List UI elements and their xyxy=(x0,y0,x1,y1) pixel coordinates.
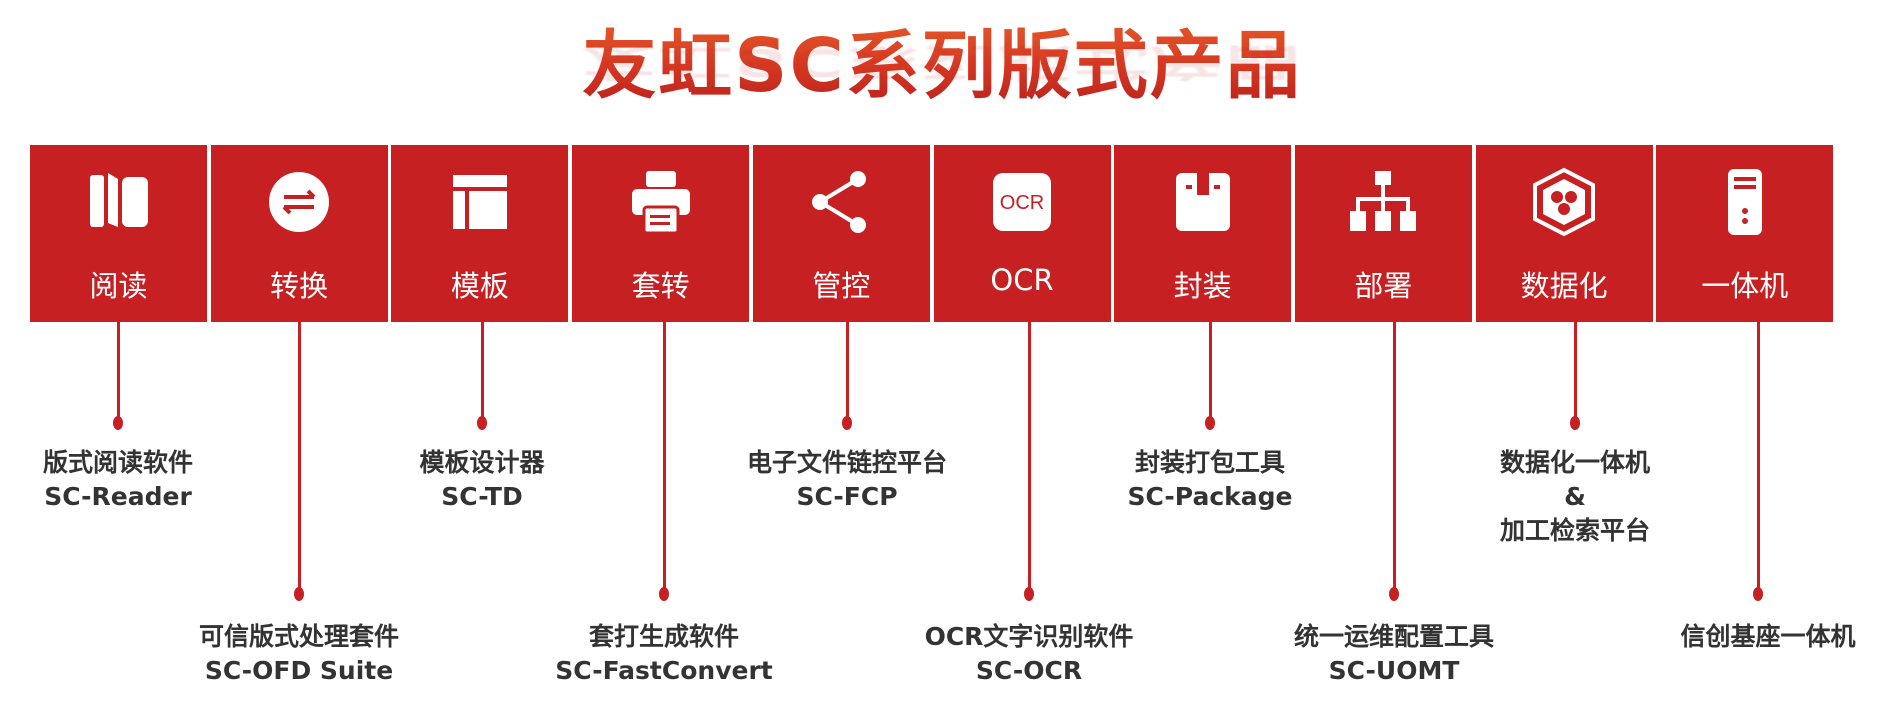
product-caption: 套打生成软件 SC-FastConvert xyxy=(524,620,804,688)
server-tower-icon xyxy=(1727,169,1762,235)
connector-dot xyxy=(1753,587,1763,601)
category-label: 转换 xyxy=(270,269,329,303)
connector-line xyxy=(1392,322,1396,594)
category-label: 阅读 xyxy=(89,269,148,303)
product-name-cn: OCR文字识别软件 xyxy=(924,622,1134,651)
product-name-cn: 版式阅读软件 xyxy=(42,448,193,477)
product-name-en: SC-TD xyxy=(441,482,523,511)
convert-arrows-icon xyxy=(269,172,330,232)
category-tile-5: 管控 xyxy=(752,145,930,322)
category-label: 模板 xyxy=(450,269,509,303)
connector-line xyxy=(116,322,120,423)
connector-line xyxy=(662,322,666,594)
product-name-en: SC-Reader xyxy=(44,482,192,511)
category-tile-6: OCR OCR xyxy=(933,145,1111,322)
category-tile-4: 套转 xyxy=(572,145,750,322)
category-label: 数据化 xyxy=(1520,269,1608,303)
book-icon xyxy=(89,173,148,227)
connector-dot xyxy=(842,416,852,430)
category-tile-3: 模板 xyxy=(391,145,569,322)
product-caption: 统一运维配置工具 SC-UOMT xyxy=(1254,620,1534,688)
connector-dot xyxy=(659,587,669,601)
category-label: 部署 xyxy=(1354,269,1413,303)
category-tile-2: 转换 xyxy=(210,145,388,322)
product-name-en: SC-UOMT xyxy=(1328,656,1460,685)
connector-dot xyxy=(113,416,123,430)
product-caption: 模板设计器 SC-TD xyxy=(342,446,622,514)
product-name-cn: 模板设计器 xyxy=(419,448,545,477)
category-tile-9: 数据化 xyxy=(1475,145,1653,322)
category-tile-10: 一体机 xyxy=(1656,145,1834,322)
title-reflection: 友虹SC系列版式产品 xyxy=(582,40,1302,84)
hexagon-data-icon xyxy=(1533,167,1596,237)
printer-icon xyxy=(631,171,690,235)
connector-line xyxy=(480,322,484,423)
ocr-icon: OCR xyxy=(993,173,1051,231)
category-tile-8: 部署 xyxy=(1294,145,1472,322)
product-name-en: SC-FCP xyxy=(796,482,898,511)
product-name-cn: 电子文件链控平台 xyxy=(746,448,947,477)
category-label: OCR xyxy=(990,263,1054,297)
svg-text:OCR: OCR xyxy=(1000,192,1044,214)
product-name-cn: 信创基座一体机 xyxy=(1680,622,1856,651)
product-name-extra: 加工检索平台 xyxy=(1499,516,1650,545)
product-caption: 信创基座一体机 xyxy=(1628,620,1884,654)
category-tile-7: 封装 xyxy=(1114,145,1292,322)
product-name-en: SC-FastConvert xyxy=(555,656,773,685)
category-tile-1: 阅读 xyxy=(30,145,207,322)
product-caption: 封装打包工具 SC-Package xyxy=(1070,446,1350,514)
category-label: 套转 xyxy=(631,269,690,303)
product-name-cn: 数据化一体机 xyxy=(1499,448,1650,477)
package-icon xyxy=(1175,173,1230,231)
connector-dot xyxy=(1570,416,1580,430)
product-caption: 数据化一体机 & 加工检索平台 xyxy=(1435,446,1715,548)
connector-dot xyxy=(1024,587,1034,601)
product-caption: 版式阅读软件 SC-Reader xyxy=(0,446,258,514)
product-name-en: SC-OFD Suite xyxy=(204,656,394,685)
connector-dot xyxy=(1389,587,1399,601)
product-name-en: SC-Package xyxy=(1127,482,1293,511)
connector-line xyxy=(1756,322,1760,594)
category-label: 封装 xyxy=(1173,269,1232,303)
connector-line xyxy=(297,322,301,594)
product-name-en: & xyxy=(1564,482,1586,511)
product-name-cn: 封装打包工具 xyxy=(1134,448,1285,477)
category-label: 一体机 xyxy=(1701,269,1789,303)
product-caption: 电子文件链控平台 SC-FCP xyxy=(707,446,987,514)
connector-line xyxy=(1208,322,1212,423)
share-icon xyxy=(812,171,867,233)
category-label: 管控 xyxy=(812,269,871,303)
product-name-cn: 统一运维配置工具 xyxy=(1293,622,1494,651)
connector-line xyxy=(845,322,849,423)
connector-line xyxy=(1573,322,1577,423)
product-caption: OCR文字识别软件 SC-OCR xyxy=(889,620,1169,688)
hierarchy-icon xyxy=(1350,171,1417,231)
page-title: 友虹SC系列版式产品 xyxy=(0,6,1884,113)
connector-dot xyxy=(1205,416,1215,430)
connector-line xyxy=(1027,322,1031,594)
template-layout-icon xyxy=(452,175,507,229)
connector-dot xyxy=(477,416,487,430)
product-name-cn: 套打生成软件 xyxy=(588,622,739,651)
connector-dot xyxy=(294,587,304,601)
product-name-cn: 可信版式处理套件 xyxy=(198,622,399,651)
product-name-en: SC-OCR xyxy=(975,656,1083,685)
product-caption: 可信版式处理套件 SC-OFD Suite xyxy=(159,620,439,688)
